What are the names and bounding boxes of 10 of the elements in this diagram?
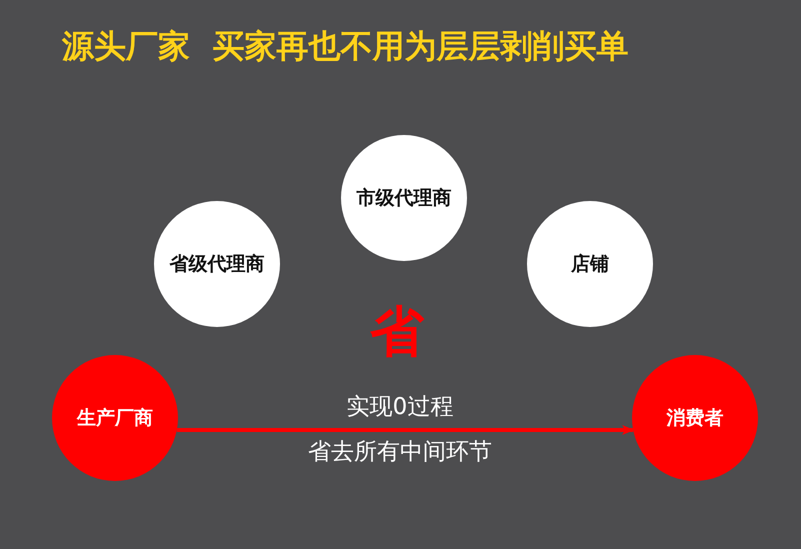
- title: 源头厂家 买家再也不用为层层剥削买单: [62, 26, 628, 66]
- node-label: 省级代理商: [170, 252, 264, 277]
- node-label: 消费者: [666, 406, 724, 431]
- node-label: 生产厂商: [77, 406, 153, 431]
- node-label: 店铺: [571, 252, 609, 277]
- caption-text: 省去所有中间环节: [307, 438, 493, 466]
- arrow: [176, 425, 634, 435]
- edge-label: 实现0过程: [346, 393, 454, 421]
- saving-character: 省: [370, 300, 424, 364]
- node-label: 市级代理商: [356, 186, 452, 211]
